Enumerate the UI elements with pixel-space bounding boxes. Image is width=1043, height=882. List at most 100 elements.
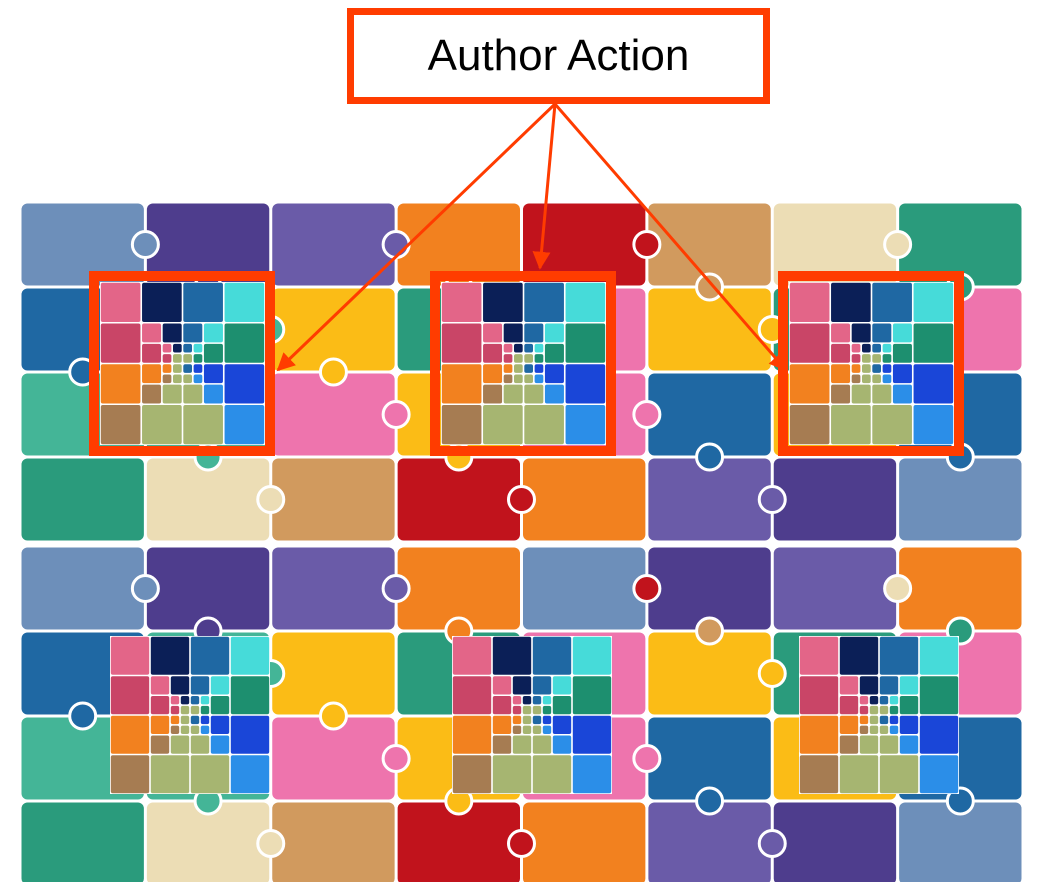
inset-piece (552, 696, 572, 715)
inset-piece (503, 384, 523, 404)
inset-piece (532, 636, 572, 675)
inset-piece (919, 715, 959, 754)
inset-piece (224, 364, 265, 404)
inset-piece (110, 715, 150, 754)
inset-piece (872, 354, 882, 363)
inset-piece (552, 715, 572, 734)
inset-piece (492, 696, 512, 715)
inset-piece (180, 705, 190, 715)
inset-piece (799, 715, 839, 754)
puzzle-piece (773, 458, 897, 541)
inset-piece (170, 676, 190, 695)
highlight-box (430, 271, 616, 456)
inset-piece (503, 354, 513, 363)
inset-piece (919, 676, 959, 715)
inset-piece (142, 405, 182, 445)
inset-piece (851, 323, 871, 343)
inset-piece (512, 735, 532, 754)
inset-piece (872, 343, 882, 353)
inset-piece (150, 735, 170, 754)
inset-piece (200, 725, 210, 734)
inset-piece (492, 715, 512, 734)
inset-piece (170, 715, 180, 725)
inset-piece (544, 323, 564, 343)
inset-piece (532, 755, 572, 794)
puzzle-piece (21, 203, 144, 286)
inset-piece (492, 636, 532, 675)
inset-piece (859, 725, 869, 734)
puzzle-piece (21, 802, 144, 882)
puzzle-knob (695, 616, 725, 646)
puzzle-piece (146, 802, 270, 882)
inset-piece (542, 705, 552, 715)
inset-piece (892, 364, 912, 384)
inset-piece (142, 282, 182, 322)
inset-piece (512, 696, 522, 705)
inset-piece (851, 384, 871, 404)
inset-piece (190, 755, 230, 794)
inset-piece (190, 705, 200, 715)
inset-piece (889, 705, 899, 715)
inset-piece (532, 715, 542, 725)
inset-piece (230, 715, 270, 754)
puzzle-piece (21, 547, 144, 630)
inset-piece (532, 676, 552, 695)
puzzle-knob (130, 574, 160, 603)
puzzle-piece (272, 203, 395, 286)
author-action-label: Author Action (427, 31, 690, 80)
inset-piece (110, 636, 150, 675)
puzzle-piece (272, 288, 395, 371)
inset-piece (913, 364, 954, 404)
inset-piece (162, 354, 172, 363)
puzzle-piece (523, 547, 646, 630)
inset-piece (542, 715, 552, 725)
inset-piece (230, 636, 270, 675)
inset-piece (544, 343, 564, 363)
inset-piece (831, 282, 871, 322)
inset-piece (861, 374, 871, 384)
inset-piece (572, 755, 612, 794)
puzzle-piece (146, 203, 270, 286)
inset-piece (180, 715, 190, 725)
inset-piece (193, 374, 203, 384)
inset-piece (534, 364, 544, 373)
inset-piece (919, 755, 959, 794)
inset-piece (100, 282, 141, 322)
inset-piece (170, 735, 190, 754)
inset-piece (789, 405, 830, 445)
puzzle-knob (507, 829, 536, 858)
inset-piece (190, 676, 210, 695)
inset-piece (534, 374, 544, 384)
puzzle-knob (757, 659, 787, 688)
inset-piece (200, 705, 210, 715)
inset-piece (492, 735, 512, 754)
inset-piece (150, 755, 190, 794)
inset-piece (889, 696, 899, 705)
inset-piece (172, 343, 182, 353)
inset-piece (193, 343, 203, 353)
inset-piece (872, 364, 882, 373)
inset-piece (861, 364, 871, 373)
puzzle-piece (773, 802, 897, 882)
puzzle-piece (648, 203, 771, 286)
inset-piece (882, 374, 892, 384)
inset-piece (200, 696, 210, 705)
inset-piece (183, 343, 193, 353)
inset-piece (913, 282, 954, 322)
inset-piece (552, 676, 572, 695)
inset-piece (100, 323, 141, 363)
inset-piece (882, 364, 892, 373)
inset-piece (150, 676, 170, 695)
inset-piece (162, 374, 172, 384)
inset-piece (441, 323, 482, 363)
inset-piece (799, 636, 839, 675)
inset-piece (230, 755, 270, 794)
puzzle-piece (648, 288, 771, 371)
inset-piece (150, 696, 170, 715)
inset-piece (512, 676, 532, 695)
puzzle-knob (318, 701, 348, 731)
puzzle-knob (695, 442, 725, 472)
inset-piece (193, 364, 203, 373)
inset-piece (452, 676, 492, 715)
inset-piece (859, 705, 869, 715)
